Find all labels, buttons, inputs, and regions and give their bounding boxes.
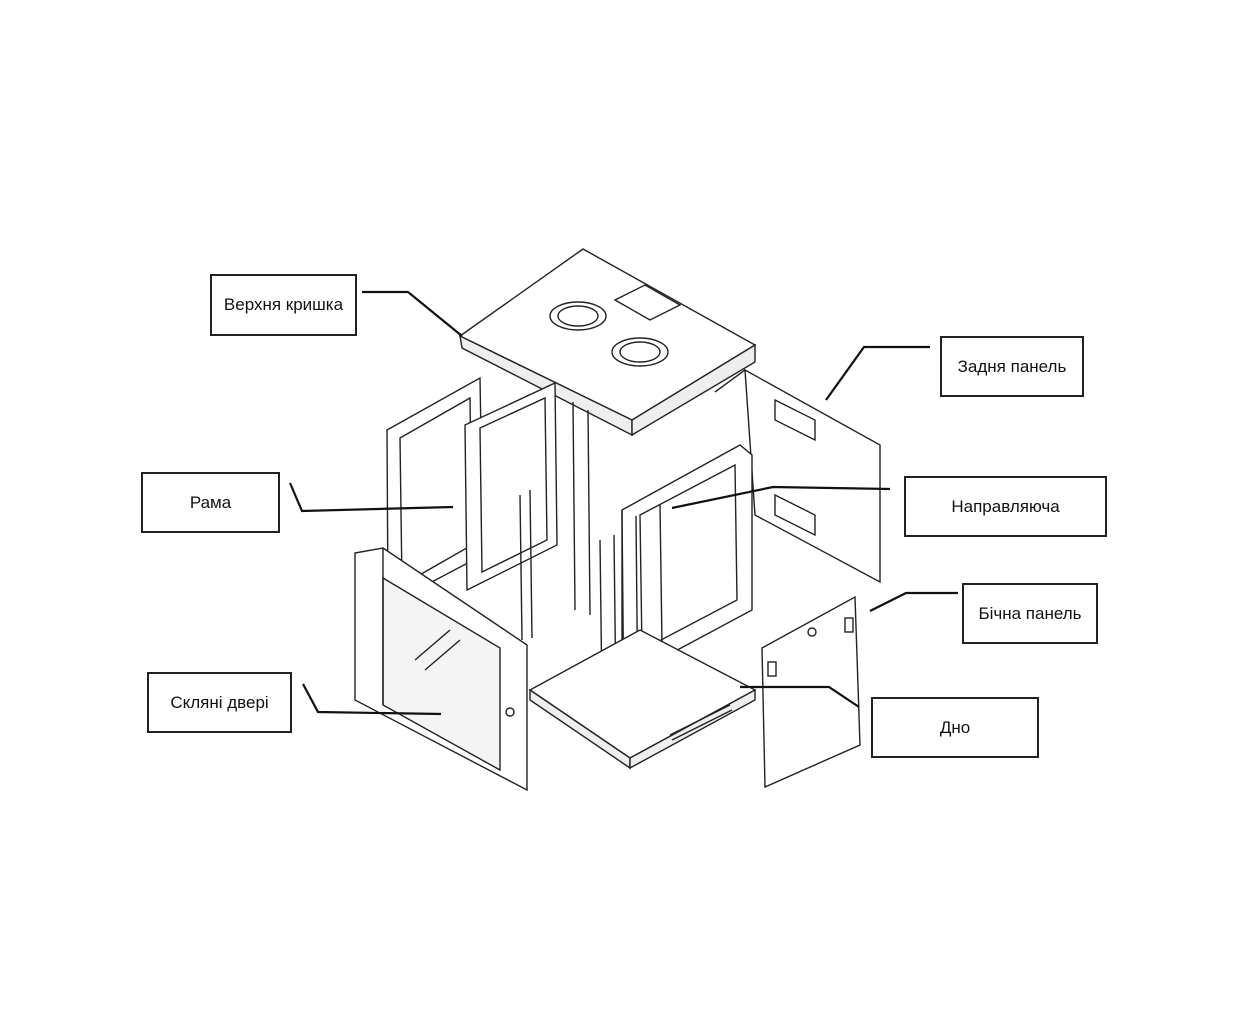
label-bottom: Дно — [871, 697, 1039, 758]
label-glass-door: Скляні двері — [147, 672, 292, 733]
leader-side-panel — [869, 591, 958, 612]
leader-glass-door — [302, 683, 442, 716]
bottom-drawing — [528, 629, 757, 770]
glass-door-drawing — [354, 547, 528, 792]
label-side-panel: Бічна панель — [962, 583, 1098, 644]
leader-bottom — [740, 685, 860, 708]
top-cover-drawing — [458, 248, 757, 437]
rear-frame-drawing — [621, 444, 753, 726]
label-frame: Рама — [141, 472, 280, 533]
leader-lines — [288, 290, 958, 716]
label-back-panel: Задня панель — [940, 336, 1084, 397]
side-panel-drawing — [761, 595, 861, 789]
leader-rail — [671, 485, 891, 510]
leader-back-panel — [825, 345, 930, 401]
label-top-cover: Верхня кришка — [210, 274, 357, 336]
label-rail: Направляюча — [904, 476, 1107, 537]
leader-frame — [288, 482, 454, 513]
leader-top-cover — [362, 290, 463, 337]
